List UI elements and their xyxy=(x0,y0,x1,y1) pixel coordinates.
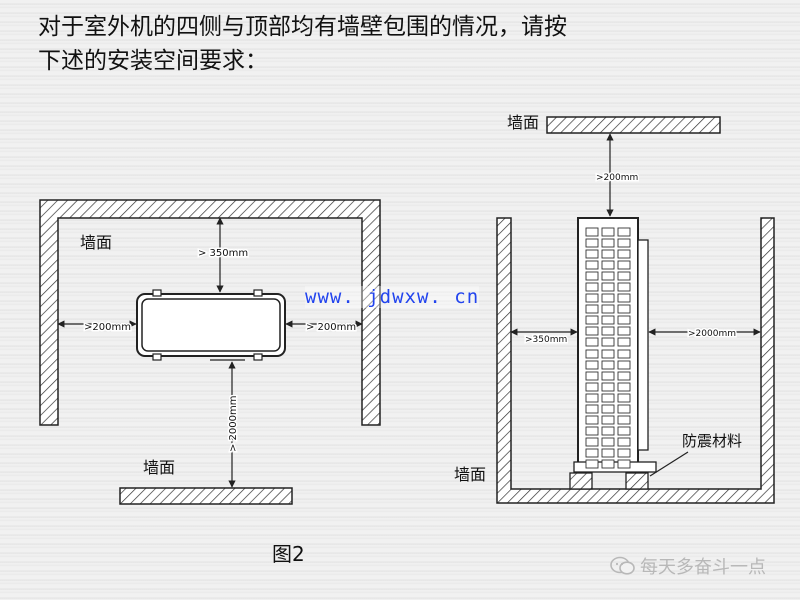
right-outdoor-unit xyxy=(573,217,657,473)
grill-cell xyxy=(617,459,631,469)
grill-cell xyxy=(585,360,599,370)
watermark-url: www. jdwxw. cn xyxy=(305,286,480,308)
grill-cell xyxy=(601,415,615,425)
right-top-wall xyxy=(546,116,721,134)
right-enclosure-wall xyxy=(496,217,775,504)
grill-cell xyxy=(601,282,615,292)
grill-cell xyxy=(617,437,631,447)
grill-cell xyxy=(585,349,599,359)
grill-cell xyxy=(585,271,599,281)
grill-cell xyxy=(601,238,615,248)
grill-cell xyxy=(617,304,631,314)
left-wall-top-label: 墙面 xyxy=(80,233,112,252)
right-dim-right-label: >2000mm xyxy=(688,329,736,339)
right-damping-block-left xyxy=(569,472,593,490)
grill-cell xyxy=(601,437,615,447)
grill-cell xyxy=(585,393,599,403)
grill-cell xyxy=(617,360,631,370)
grill-cell xyxy=(601,227,615,237)
grill-cell xyxy=(585,249,599,259)
grill-cell xyxy=(601,249,615,259)
grill-cell xyxy=(601,315,615,325)
grill-cell xyxy=(601,393,615,403)
left-dim-left-label: >200mm xyxy=(84,322,131,333)
grill-cell xyxy=(585,282,599,292)
watermark-brand: 每天多奋斗一点 xyxy=(610,553,766,579)
damping-material-label: 防震材料 xyxy=(682,432,742,450)
figure-caption: 图2 xyxy=(272,542,305,566)
grill-cell xyxy=(617,293,631,303)
grill-cell xyxy=(617,426,631,436)
grill-cell xyxy=(601,293,615,303)
left-diagram: 墙面 墙面 > 350mm >200mm > 200mm > 2000mm xyxy=(39,199,381,505)
grill-cell xyxy=(601,260,615,270)
grill-cell xyxy=(601,271,615,281)
grill-cell xyxy=(617,382,631,392)
right-damping-block-right xyxy=(625,472,649,490)
grill-cell xyxy=(617,337,631,347)
grill-cell xyxy=(585,326,599,336)
grill-cell xyxy=(585,437,599,447)
grill-cell xyxy=(617,371,631,381)
grill-cell xyxy=(601,337,615,347)
grill-cell xyxy=(617,227,631,237)
left-dim-top-label: > 350mm xyxy=(198,248,248,259)
left-wall-bottom-label: 墙面 xyxy=(143,458,175,477)
grill-cell xyxy=(585,227,599,237)
grill-cell xyxy=(617,404,631,414)
grill-cell xyxy=(601,326,615,336)
right-wall-bottom-label: 墙面 xyxy=(454,465,486,484)
grill-cell xyxy=(601,382,615,392)
grill-cell xyxy=(601,459,615,469)
grill-cell xyxy=(585,404,599,414)
grill-cell xyxy=(585,304,599,314)
grill-cell xyxy=(617,349,631,359)
grill-cell xyxy=(617,415,631,425)
grill-cell xyxy=(617,315,631,325)
right-dim-top-label: >200mm xyxy=(596,173,638,183)
grill-cell xyxy=(585,315,599,325)
left-bottom-wall xyxy=(119,487,293,505)
grill-cell xyxy=(601,349,615,359)
grill-cell xyxy=(585,293,599,303)
left-dim-bottom-label: > 2000mm xyxy=(228,396,239,453)
grill-cell xyxy=(601,404,615,414)
grill-cell xyxy=(585,426,599,436)
right-wall-top-label: 墙面 xyxy=(507,113,539,132)
grill-cell xyxy=(617,260,631,270)
grill-cell xyxy=(601,448,615,458)
grill-cell xyxy=(585,337,599,347)
grill-cell xyxy=(617,448,631,458)
grill-cell xyxy=(617,249,631,259)
left-enclosure-wall xyxy=(39,199,381,426)
grill-cell xyxy=(585,448,599,458)
grill-cell xyxy=(617,238,631,248)
grill-cell xyxy=(617,271,631,281)
grill-cell xyxy=(585,382,599,392)
grill-cell xyxy=(617,326,631,336)
grill-cell xyxy=(585,260,599,270)
grill-cell xyxy=(617,393,631,403)
left-outdoor-unit xyxy=(136,289,286,361)
grill-cell xyxy=(601,360,615,370)
damping-leader-line xyxy=(649,451,689,477)
grill-cell xyxy=(617,282,631,292)
intro-text: 对于室外机的四侧与顶部均有墙壁包围的情况，请按下述的安装空间要求： xyxy=(38,14,567,74)
right-diagram: 墙面 墙面 >200mm >350mm >2000mm 防震材料 xyxy=(454,113,775,504)
grill-cell xyxy=(585,459,599,469)
grill-cell xyxy=(585,238,599,248)
grill-cell xyxy=(585,371,599,381)
grill-cell xyxy=(585,415,599,425)
watermark-brand-text: 每天多奋斗一点 xyxy=(640,557,766,578)
grill-cell xyxy=(601,426,615,436)
right-dim-left-label: >350mm xyxy=(525,335,567,345)
left-dim-right-label: > 200mm xyxy=(306,322,356,333)
grill-cell xyxy=(601,371,615,381)
wechat-icon xyxy=(610,556,635,575)
grill-cell xyxy=(601,304,615,314)
